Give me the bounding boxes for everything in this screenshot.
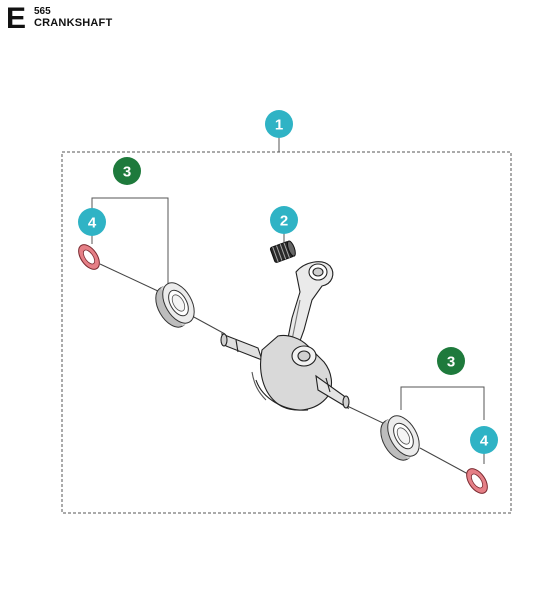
oil-seal-left — [78, 244, 100, 270]
ball-bearing-right — [380, 415, 420, 461]
kit-boundary — [61, 151, 512, 514]
callout-1[interactable]: 1 — [265, 110, 293, 138]
leader-lines — [91, 137, 485, 464]
callout-4-left-label: 4 — [88, 215, 97, 232]
callout-3-left[interactable]: 3 — [113, 157, 141, 185]
oil-seal-right — [466, 468, 488, 494]
section-letter: E — [6, 2, 27, 35]
callout-4-left-circle — [78, 208, 106, 236]
shaft-axis — [99, 263, 469, 475]
callout-3-left-circle — [113, 157, 141, 185]
page-title: CRANKSHAFT — [34, 17, 113, 29]
needle-bearing — [269, 240, 296, 263]
callout-4-right[interactable]: 4 — [470, 426, 498, 454]
callout-1-label: 1 — [275, 117, 283, 134]
callout-3-right-circle — [437, 347, 465, 375]
callout-2-label: 2 — [280, 213, 288, 230]
callout-1-circle — [265, 110, 293, 138]
callout-3-right[interactable]: 3 — [437, 347, 465, 375]
callout-4-left[interactable]: 4 — [78, 208, 106, 236]
model-number: 565 — [34, 6, 51, 17]
callout-4-right-circle — [470, 426, 498, 454]
callout-2-circle — [270, 206, 298, 234]
ball-bearing-left — [155, 282, 195, 328]
callout-2[interactable]: 2 — [270, 206, 298, 234]
callout-3-right-label: 3 — [447, 354, 455, 371]
callout-3-left-label: 3 — [123, 164, 131, 181]
callout-4-right-label: 4 — [480, 433, 489, 450]
crankshaft-assembly — [220, 261, 350, 411]
